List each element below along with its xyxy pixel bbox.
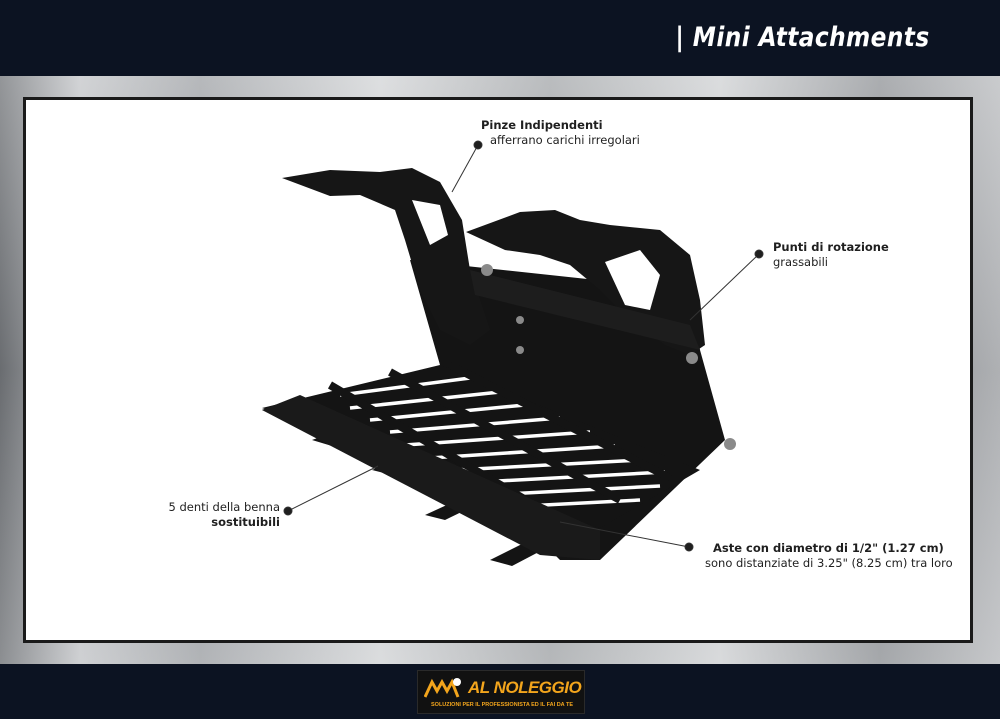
logo-tagline: SOLUZIONI PER IL PROFESSIONISTA ED IL FA… xyxy=(431,702,573,708)
callout-clamps-title: Pinze Indipendenti xyxy=(481,118,603,132)
left-grapple-arm xyxy=(282,168,490,345)
callout-pivot-title: Punti di rotazione xyxy=(773,240,889,254)
page-title: | Mini Attachments xyxy=(675,22,930,53)
callout-pivot-text: grassabili xyxy=(773,255,828,269)
cross-tube xyxy=(470,270,700,350)
pivot-pins xyxy=(481,264,736,450)
callout-clamps-text: afferrano carichi irregolari xyxy=(490,133,640,147)
header-bar: | Mini Attachments xyxy=(0,0,1000,76)
callout-teeth-title: sostituibili xyxy=(211,515,280,529)
logo-mark-icon xyxy=(424,678,461,698)
callout-bars: Aste con diametro di 1/2" (1.27 cm) sono… xyxy=(705,541,953,571)
callout-pivot-points: Punti di rotazione grassabili xyxy=(773,240,889,270)
logo-name: AL NOLEGGIO xyxy=(468,678,582,697)
callout-teeth-text: 5 denti della benna xyxy=(168,500,280,514)
callout-bars-text: sono distanziate di 3.25" (8.25 cm) tra … xyxy=(705,556,953,570)
callout-bars-title: Aste con diametro di 1/2" (1.27 cm) xyxy=(713,541,944,555)
front-lip xyxy=(262,395,600,560)
callout-bucket-teeth: 5 denti della benna sostituibili xyxy=(165,500,280,530)
callout-independent-clamps: Pinze Indipendenti afferrano carichi irr… xyxy=(481,118,640,148)
al-noleggio-logo: AL NOLEGGIO SOLUZIONI PER IL PROFESSIONI… xyxy=(417,670,585,714)
